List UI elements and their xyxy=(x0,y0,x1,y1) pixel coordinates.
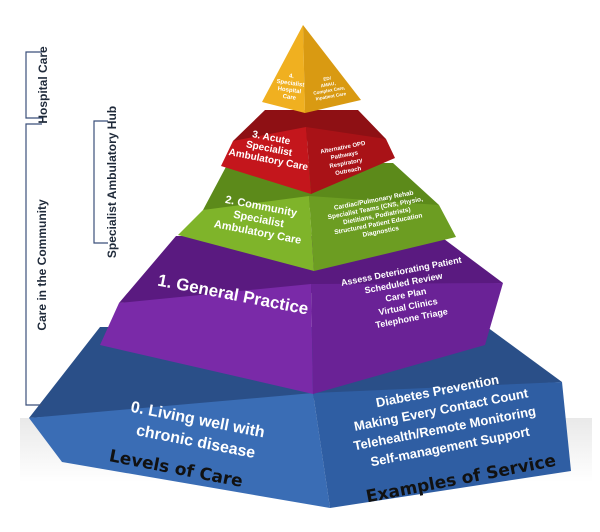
level-4-title: 4. Specialist Hospital Care xyxy=(274,72,307,103)
specialist-hub-label: Specialist Ambulatory Hub xyxy=(105,106,119,258)
care-in-community-bracket: Care in the Community xyxy=(25,123,49,406)
level-1-right-face xyxy=(311,283,503,394)
care-in-community-label: Care in the Community xyxy=(35,199,49,331)
hospital-care-bracket: Hospital Care xyxy=(25,46,50,124)
level-0-right-face xyxy=(313,382,571,508)
level-3-back-rim xyxy=(233,110,386,141)
level-2-right-face xyxy=(309,196,456,271)
level-3-right-face xyxy=(306,127,395,194)
level-3-tier xyxy=(221,110,395,194)
level-1-left-face xyxy=(100,284,313,394)
level-3-left-face xyxy=(221,127,311,194)
level-2-left-face xyxy=(178,196,314,271)
level-4-right-face xyxy=(303,25,361,113)
specialist-hub-bracket: Specialist Ambulatory Hub xyxy=(93,106,119,258)
level-3-title: 3. Acute Specialist Ambulatory Care xyxy=(228,125,314,173)
level-4-left-face xyxy=(262,25,305,113)
level-1-tier xyxy=(100,236,503,394)
level-4-tier xyxy=(262,25,361,113)
hospital-care-label: Hospital Care xyxy=(36,46,50,124)
level-0-left-face xyxy=(29,393,330,508)
level-4-services: ED/ AMAU, Complex Care, Inpatient Care xyxy=(311,73,348,101)
